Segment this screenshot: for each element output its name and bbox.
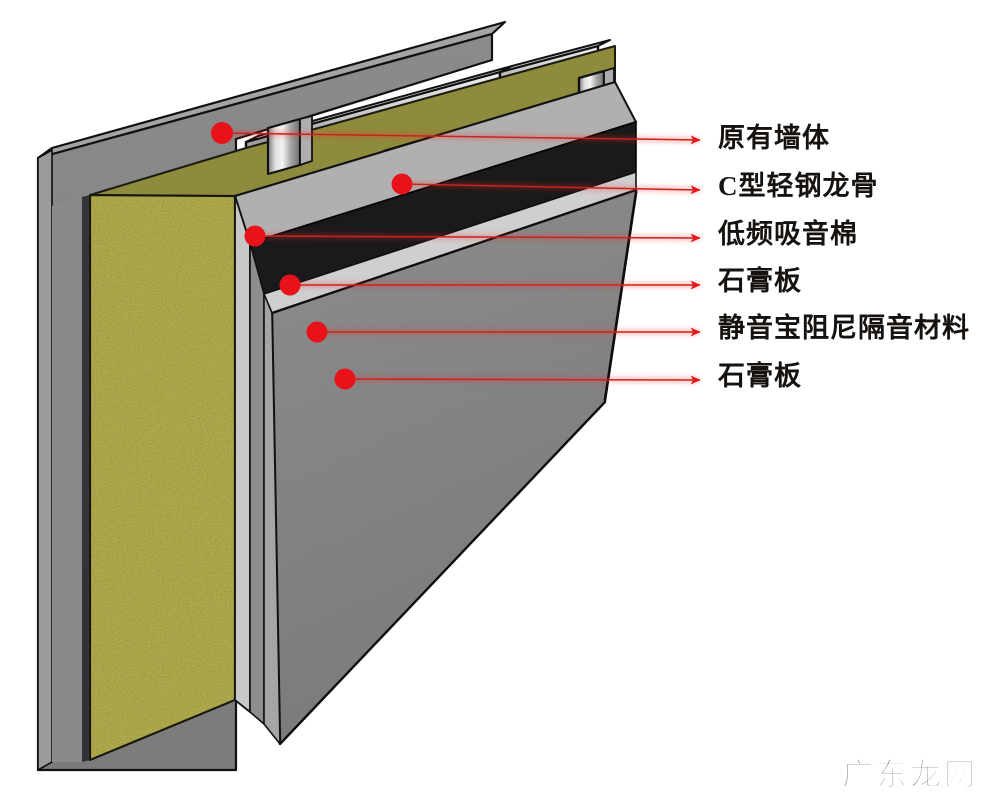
c-stud-left-web [266,117,302,176]
callout-dot [391,173,413,195]
insulation-front-face [88,193,237,762]
gypsum-inner-left-edge [263,293,281,745]
callout-dot [244,225,266,247]
gypsum-board-outer [234,81,637,713]
callout-dot [211,122,233,144]
callout-label-c-stud: C型轻钢龙骨 [718,171,879,201]
callout-label-gypsum-outer: 石膏板 [718,266,802,296]
watermark: 广东龙网 [842,757,978,794]
existing-wall-left-return [37,148,53,772]
gypsum-outer-left-edge [234,195,251,713]
callout-line-damping [306,321,701,343]
callout-line-gypsum-inner [334,368,701,390]
callout-line-gypsum-outer [279,274,701,296]
c-track-upper-right-flange [499,39,611,73]
callout-label-insulation: 低频吸音棉 [718,219,858,249]
callout-line-insulation [244,225,701,247]
callout-label-gypsum-inner: 石膏板 [718,361,802,391]
callout-label-existing-wall: 原有墙体 [718,123,830,153]
gypsum-board-inner [263,171,638,746]
callout-dot [279,274,301,296]
callout-line [344,375,701,385]
existing-wall-shadow-seam [82,195,90,762]
callout-line [221,132,701,145]
callout-line [401,183,701,195]
damping-layer-left-edge [249,242,265,725]
callout-line-existing-wall [211,122,701,145]
callout-layer [211,122,701,390]
callout-dot [306,321,328,343]
callout-dot [334,368,356,390]
callout-label-damping: 静音宝阻尼隔音材料 [718,313,970,343]
callout-line-c-stud [391,173,701,195]
callout-line [254,233,701,243]
c-stud-left-flange [299,115,313,166]
existing-wall-visible-strip [52,197,82,762]
